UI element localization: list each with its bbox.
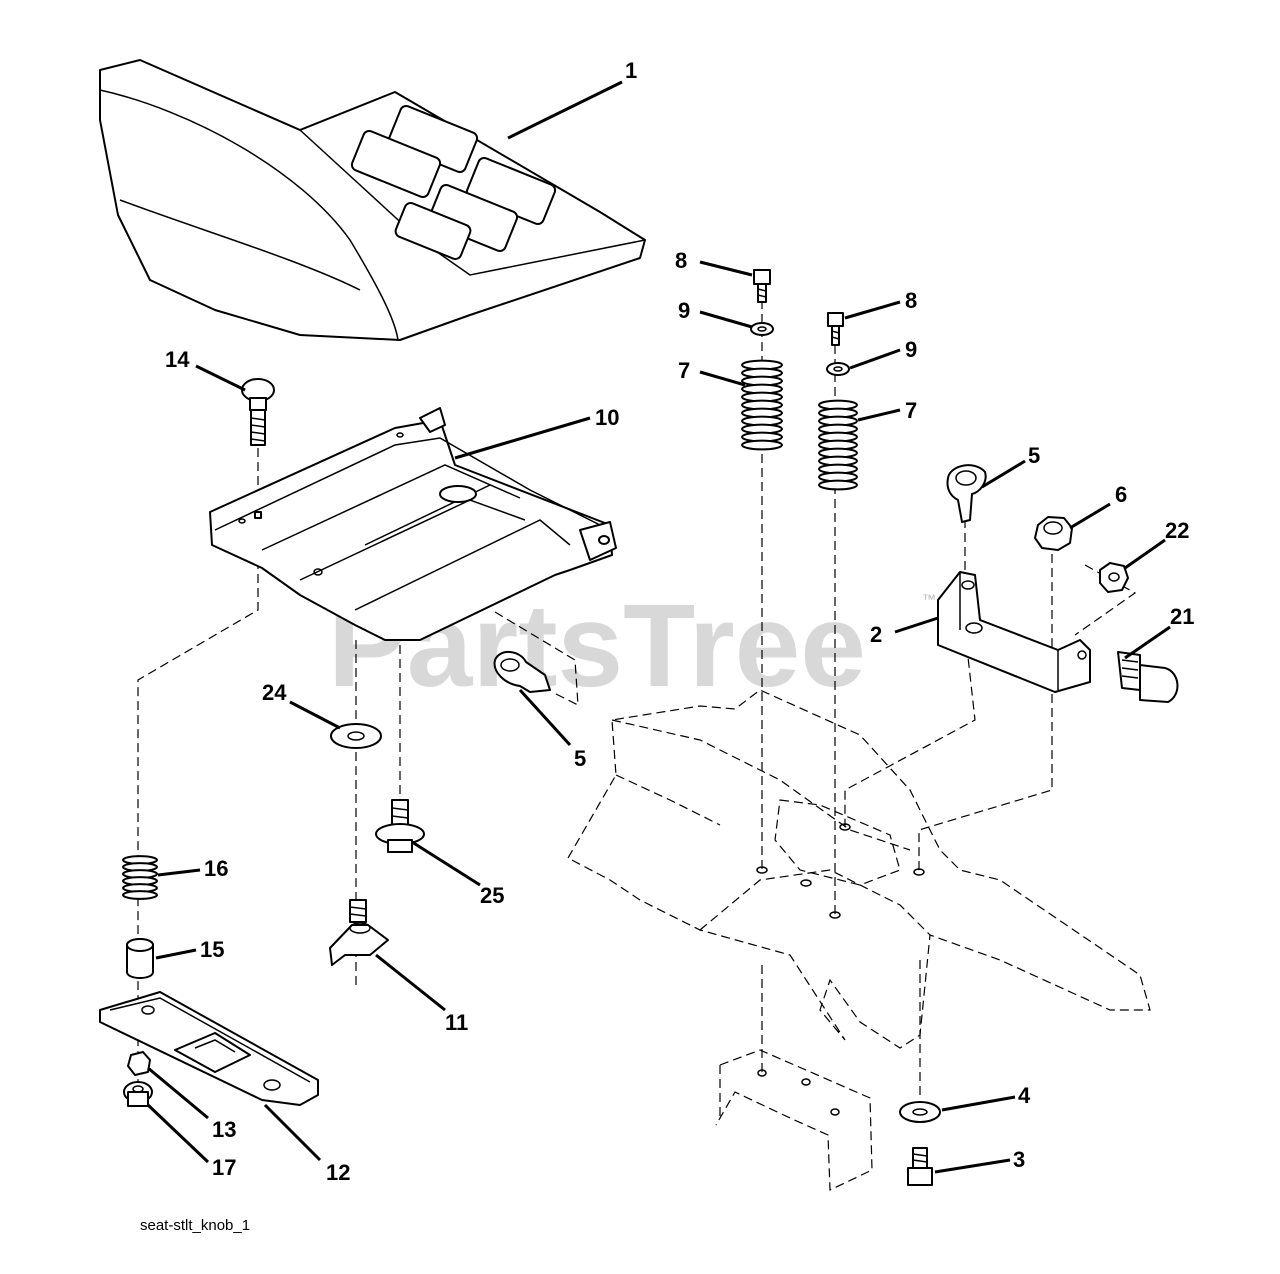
bolt-3	[907, 1147, 933, 1186]
frame-outline	[567, 689, 1151, 1191]
spring-16	[122, 855, 158, 900]
seat-pan-part	[209, 407, 617, 641]
spring-coil	[818, 479, 858, 491]
callout-16: 16	[204, 856, 228, 881]
carriage-bolt-14	[241, 378, 275, 446]
callout-8-right: 8	[905, 288, 917, 313]
nut-6	[1034, 516, 1073, 551]
callout-7-left: 7	[678, 358, 690, 383]
callout-1: 1	[625, 58, 637, 83]
callout-4: 4	[1018, 1083, 1031, 1108]
callout-5-upper: 5	[1028, 443, 1040, 468]
callout-17: 17	[212, 1155, 236, 1180]
knob-21	[1117, 651, 1179, 703]
callout-2: 2	[870, 622, 882, 647]
callout-13: 13	[212, 1117, 236, 1142]
spring-coil	[122, 890, 158, 900]
washer-9-left	[750, 322, 774, 336]
spacer-15	[126, 938, 154, 979]
callout-6: 6	[1115, 482, 1127, 507]
callout-11: 11	[445, 1010, 468, 1035]
callout-14: 14	[165, 347, 190, 372]
callout-3: 3	[1013, 1147, 1025, 1172]
spring-7-left	[741, 359, 783, 451]
callout-21: 21	[1170, 604, 1194, 629]
callout-9-left: 9	[678, 298, 690, 323]
seat-part	[99, 59, 646, 341]
washer-4	[899, 1101, 941, 1123]
nut-13	[127, 1051, 151, 1076]
callout-25: 25	[480, 883, 504, 908]
callout-9-right: 9	[905, 337, 917, 362]
flange-nut-17	[123, 1081, 153, 1107]
shoulder-bolt-25	[375, 799, 425, 853]
callout-8-left: 8	[675, 248, 687, 273]
slide-plate-12	[99, 991, 319, 1106]
callouts: 1 14 10 8 9 7 8 9 7 5 6 22 2 21 24 5 25 …	[165, 58, 1194, 1185]
callout-24: 24	[262, 680, 287, 705]
clip-5-lower	[493, 651, 551, 693]
bracket-2	[937, 571, 1091, 693]
watermark-trademark: ™	[922, 591, 936, 607]
nut-22	[1099, 562, 1129, 593]
washer-24	[330, 723, 382, 749]
spring-7-right	[818, 399, 858, 491]
clip-5-upper	[946, 464, 987, 523]
bolt-8-right	[827, 312, 844, 346]
callout-10: 10	[595, 405, 619, 430]
callout-5-lower: 5	[574, 746, 586, 771]
bolt-8-left	[753, 269, 771, 303]
knob-11	[329, 899, 389, 966]
callout-22: 22	[1165, 518, 1189, 543]
callout-15: 15	[200, 937, 224, 962]
callout-12: 12	[326, 1160, 350, 1185]
leader-lines	[146, 80, 1171, 1174]
washer-9-right	[826, 362, 850, 376]
diagram-caption: seat-stlt_knob_1	[140, 1217, 250, 1234]
spring-coil	[741, 439, 783, 451]
callout-7-right: 7	[905, 398, 917, 423]
